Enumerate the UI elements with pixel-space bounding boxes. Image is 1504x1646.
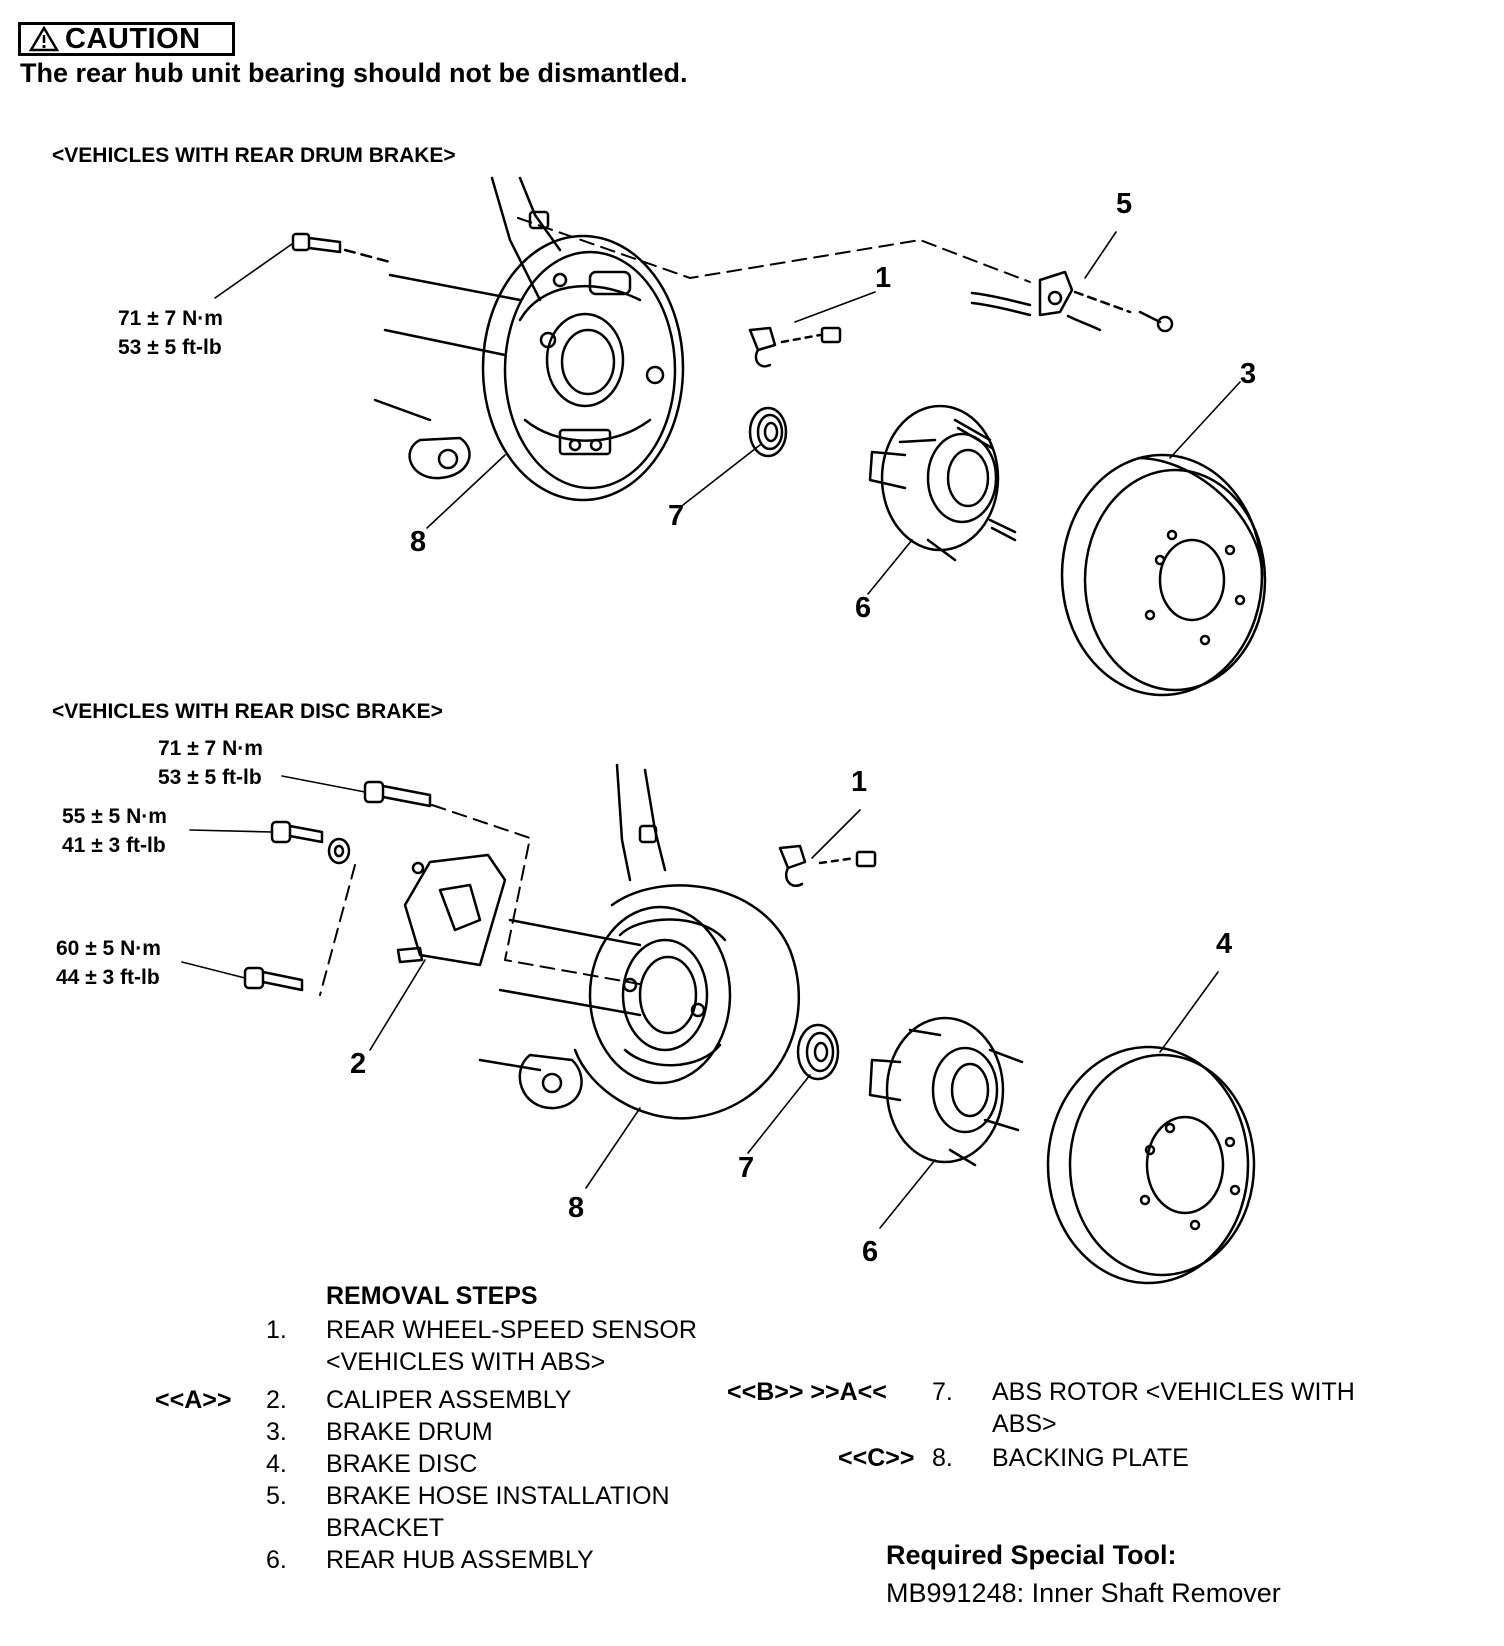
disc-section-title: <VEHICLES WITH REAR DISC BRAKE> <box>52 700 443 723</box>
drum-section-title: <VEHICLES WITH REAR DRUM BRAKE> <box>52 144 456 167</box>
disc-bolt-3 <box>243 966 304 992</box>
step-label: CALIPER ASSEMBLY <box>326 1386 572 1414</box>
removal-step: 5. BRAKE HOSE INSTALLATION BRACKET <box>0 1480 760 1544</box>
torque-ftlb: 53 ± 5 ft-lb <box>118 336 222 359</box>
step-mark: <<B>> >>A<< <box>727 1378 887 1406</box>
step-label: REAR HUB ASSEMBLY <box>326 1546 594 1574</box>
drum-mounting-bolt <box>291 232 342 254</box>
rear-hub-drum <box>868 404 1017 562</box>
torque-nm: 71 ± 7 N·m <box>158 737 263 760</box>
torque-ftlb: 41 ± 3 ft-lb <box>62 834 166 857</box>
drum-torque-spec: 71 ± 7 N·m 53 ± 5 ft-lb <box>118 304 223 362</box>
abs-rotor-drum <box>748 406 788 458</box>
caution-box: CAUTION <box>18 22 235 56</box>
step-number: 2. <box>266 1386 287 1414</box>
torque-ftlb: 53 ± 5 ft-lb <box>158 766 262 789</box>
callout-5: 5 <box>1116 188 1133 220</box>
special-tool-title: Required Special Tool: <box>886 1540 1177 1570</box>
removal-step: 1. REAR WHEEL-SPEED SENSOR <VEHICLES WIT… <box>0 1314 760 1378</box>
removal-step: <<A>> 2. CALIPER ASSEMBLY <box>0 1384 760 1416</box>
warning-icon <box>29 26 59 52</box>
callout-8: 8 <box>410 526 427 558</box>
torque-nm: 60 ± 5 N·m <box>56 937 161 960</box>
step-number: 7. <box>932 1378 953 1406</box>
step-number: 6. <box>266 1546 287 1574</box>
step-label: BRAKE DRUM <box>326 1418 493 1446</box>
step-label: BRAKE DISC <box>326 1450 478 1478</box>
removal-step: 3. BRAKE DRUM <box>0 1416 760 1448</box>
removal-steps-title: REMOVAL STEPS <box>326 1282 538 1310</box>
callout-1: 1 <box>851 766 868 798</box>
torque-nm: 55 ± 5 N·m <box>62 805 167 828</box>
step-number: 1. <box>266 1316 287 1344</box>
disc-bolt-2 <box>270 820 351 865</box>
step-label: REAR WHEEL-SPEED SENSOR <box>326 1316 697 1344</box>
step-label-line2: ABS> <box>992 1410 1057 1438</box>
brake-disc <box>1046 1045 1256 1285</box>
step-number: 3. <box>266 1418 287 1446</box>
step-label: ABS ROTOR <VEHICLES WITH <box>992 1378 1355 1406</box>
rear-hub-disc <box>868 1016 1024 1167</box>
caution-label: CAUTION <box>65 22 201 55</box>
step-label-line2: BRACKET <box>326 1514 445 1542</box>
step-number: 5. <box>266 1482 287 1510</box>
callout-6: 6 <box>855 592 872 624</box>
abs-rotor-disc <box>796 1023 840 1081</box>
removal-step: 6. REAR HUB ASSEMBLY <box>0 1544 760 1576</box>
step-number: 8. <box>932 1444 953 1472</box>
torque-nm: 71 ± 7 N·m <box>118 307 223 330</box>
step-label-line2: <VEHICLES WITH ABS> <box>326 1348 606 1376</box>
disc-torque-spec-1: 71 ± 7 N·m 53 ± 5 ft-lb <box>158 734 263 792</box>
callout-2: 2 <box>350 1048 367 1080</box>
special-tool-text: MB991248: Inner Shaft Remover <box>886 1578 1281 1608</box>
speed-sensor-drum <box>748 326 842 368</box>
callout-8: 8 <box>568 1192 585 1224</box>
removal-step: 4. BRAKE DISC <box>0 1448 760 1480</box>
step-mark: <<C>> <box>838 1444 915 1472</box>
callout-7: 7 <box>738 1152 755 1184</box>
speed-sensor-disc <box>778 844 877 887</box>
step-label: BACKING PLATE <box>992 1444 1189 1472</box>
brake-drum <box>1060 453 1267 697</box>
callout-3: 3 <box>1240 358 1257 390</box>
callout-6: 6 <box>862 1236 879 1268</box>
hose-bracket <box>970 270 1174 333</box>
torque-ftlb: 44 ± 3 ft-lb <box>56 966 160 989</box>
disc-torque-spec-2: 55 ± 5 N·m 41 ± 3 ft-lb <box>62 802 167 860</box>
callout-1: 1 <box>875 262 892 294</box>
caliper-assembly <box>396 853 507 967</box>
disc-torque-spec-3: 60 ± 5 N·m 44 ± 3 ft-lb <box>56 934 161 992</box>
removal-step: <<B>> >>A<< 7. ABS ROTOR <VEHICLES WITH … <box>720 1376 1490 1440</box>
callout-7: 7 <box>668 500 685 532</box>
disc-bolt-1 <box>363 780 432 808</box>
caution-text: The rear hub unit bearing should not be … <box>20 58 688 88</box>
step-mark: <<A>> <box>155 1386 232 1414</box>
disc-backing-plate <box>478 763 800 1120</box>
step-label: BRAKE HOSE INSTALLATION <box>326 1482 670 1510</box>
callout-4: 4 <box>1216 928 1233 960</box>
drum-backing-plate <box>373 176 685 502</box>
step-number: 4. <box>266 1450 287 1478</box>
removal-step: <<C>> 8. BACKING PLATE <box>720 1442 1490 1474</box>
